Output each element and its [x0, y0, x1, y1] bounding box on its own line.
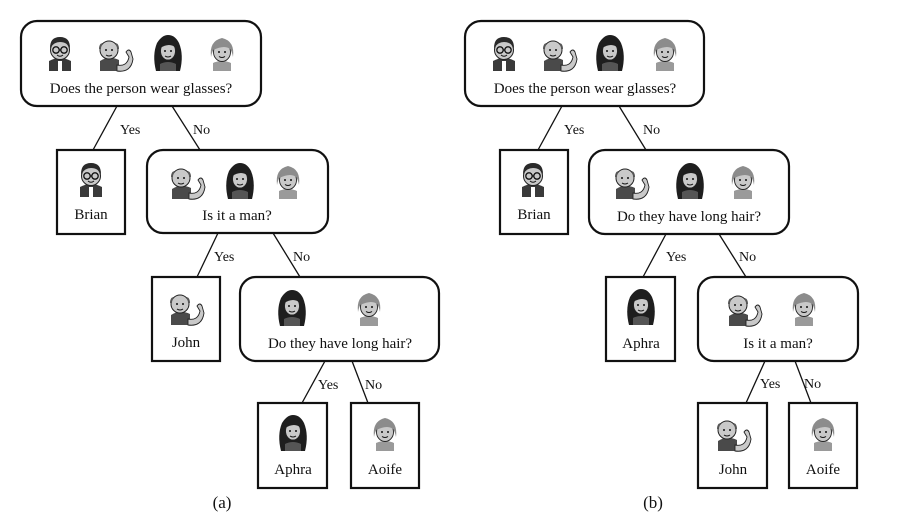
- woman-short-hair-icon: [373, 417, 397, 452]
- brian-icon: [492, 36, 516, 72]
- tree-b-leaf-aphra: Aphra: [604, 275, 677, 363]
- woman-short-hair-icon: [210, 37, 234, 72]
- question-long-hair: Do they have long hair?: [268, 336, 412, 352]
- tree-b-low-node: Is it a man?: [696, 275, 860, 363]
- question-man: Is it a man?: [743, 336, 813, 352]
- caption-a: (a): [213, 493, 232, 512]
- edge-label-yes: Yes: [120, 123, 140, 138]
- brian-icon: [79, 162, 103, 198]
- leaf-name: Aoife: [806, 462, 840, 478]
- edge-label-yes: Yes: [214, 250, 234, 265]
- brian-icon: [521, 162, 545, 198]
- tree-a-leaf-brian: Brian: [55, 148, 127, 236]
- edge-a-low-no: [351, 360, 369, 404]
- edge-a-root-yes: [92, 105, 118, 151]
- tree-b-leaf-brian: Brian: [498, 148, 570, 236]
- leaf-name: Aoife: [368, 462, 402, 478]
- tree-a-edges: [92, 105, 369, 404]
- tree-a-low-node: Do they have long hair?: [238, 275, 441, 363]
- edge-label-yes: Yes: [666, 250, 686, 265]
- node-box: [19, 19, 263, 108]
- woman-short-hair-icon: [811, 417, 835, 452]
- question-long-hair: Do they have long hair?: [617, 209, 761, 225]
- tree-b: Yes No Yes No Yes No Does the person wea…: [463, 19, 860, 512]
- edge-b-root-no: [618, 105, 647, 151]
- woman-short-hair-icon: [357, 292, 381, 327]
- leaf-name: Aphra: [274, 462, 312, 478]
- edge-label-no: No: [643, 123, 660, 138]
- edge-label-no: No: [293, 250, 310, 265]
- edge-a-low-yes: [301, 360, 326, 404]
- edge-b-low-no: [794, 360, 812, 404]
- leaf-name: Brian: [517, 207, 551, 223]
- tree-b-leaf-john: John: [696, 401, 769, 490]
- edge-label-no: No: [365, 378, 382, 393]
- caption-b: (b): [643, 493, 663, 512]
- edge-b-low-yes: [745, 360, 766, 404]
- tree-b-root-node: Does the person wear glasses?: [463, 19, 706, 108]
- woman-short-hair-icon: [653, 37, 677, 72]
- edge-label-no: No: [739, 250, 756, 265]
- edge-a-root-no: [171, 105, 201, 151]
- edge-b-mid-no: [718, 233, 747, 278]
- edge-b-mid-yes: [642, 233, 667, 278]
- tree-b-edges: [537, 105, 812, 404]
- edge-a-mid-yes: [196, 232, 219, 278]
- tree-a-leaf-aoife: Aoife: [349, 401, 421, 490]
- edge-label-no: No: [193, 123, 210, 138]
- edge-label-no: No: [804, 377, 821, 392]
- tree-a-root-node: Does the person wear glasses?: [19, 19, 263, 108]
- leaf-name: John: [719, 462, 748, 478]
- tree-a-leaf-john: John: [150, 275, 222, 363]
- tree-a-mid-node: Is it a man?: [145, 148, 330, 235]
- tree-b-leaf-aoife: Aoife: [787, 401, 859, 490]
- edge-b-root-yes: [537, 105, 563, 151]
- leaf-name: John: [172, 335, 201, 351]
- question-glasses: Does the person wear glasses?: [50, 81, 233, 97]
- node-box: [463, 19, 706, 108]
- question-man: Is it a man?: [202, 208, 272, 224]
- edge-label-yes: Yes: [564, 123, 584, 138]
- question-glasses: Does the person wear glasses?: [494, 81, 677, 97]
- tree-b-mid-node: Do they have long hair?: [587, 148, 791, 236]
- leaf-name: Brian: [74, 207, 108, 223]
- edge-a-mid-no: [272, 232, 301, 278]
- woman-short-hair-icon: [792, 292, 816, 327]
- edge-label-yes: Yes: [318, 378, 338, 393]
- leaf-name: Aphra: [622, 336, 660, 352]
- tree-a: Yes No Yes No Yes No Does the person wea…: [19, 19, 441, 512]
- edge-label-yes: Yes: [760, 377, 780, 392]
- woman-short-hair-icon: [731, 165, 755, 200]
- tree-a-leaf-aphra: Aphra: [256, 401, 329, 490]
- woman-short-hair-icon: [276, 165, 300, 200]
- brian-icon: [48, 36, 72, 72]
